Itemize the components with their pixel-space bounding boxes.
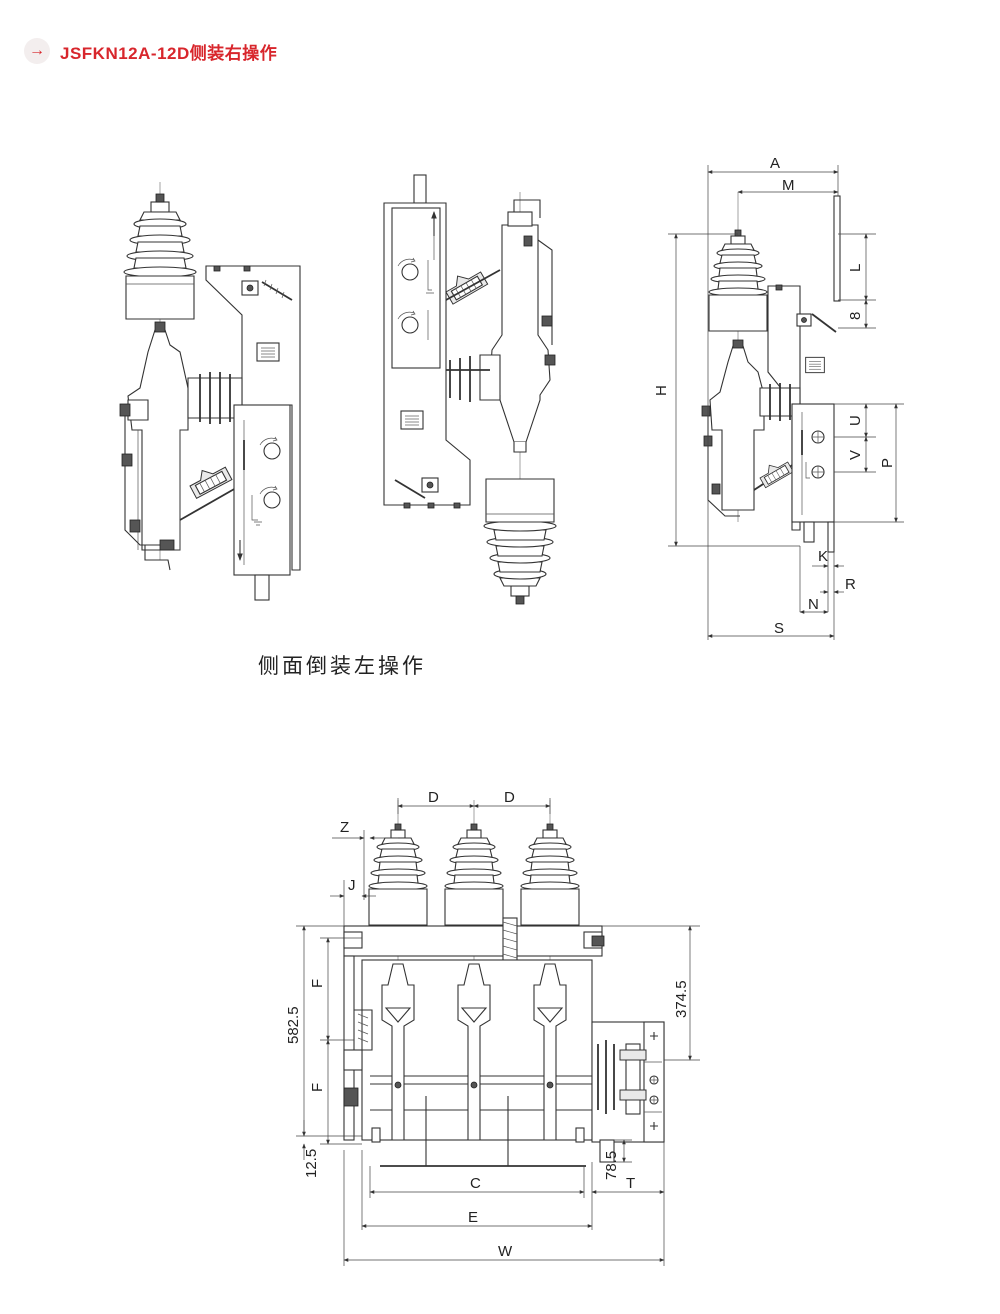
right-view-dimensions	[668, 165, 904, 640]
label-J: J	[348, 877, 356, 894]
label-R: R	[845, 576, 856, 593]
label-N: N	[808, 596, 819, 613]
label-H: H	[653, 385, 670, 396]
label-582-5: 582.5	[285, 1006, 302, 1044]
section-header: → JSFKN12A-12D侧装右操作	[24, 38, 277, 64]
label-Z: Z	[340, 819, 349, 836]
section-title: JSFKN12A-12D侧装右操作	[60, 43, 278, 63]
label-12-5: 12.5	[303, 1149, 320, 1178]
label-E: E	[468, 1209, 478, 1226]
right-view-labels: A M L 8 H U V P K R N S	[653, 155, 896, 637]
label-L: L	[847, 264, 864, 272]
label-C: C	[470, 1175, 481, 1192]
label-V: V	[847, 450, 864, 460]
label-78-5: 78.5	[603, 1151, 620, 1180]
label-U: U	[847, 415, 864, 426]
label-8: 8	[847, 312, 864, 320]
label-T: T	[626, 1175, 635, 1192]
arrow-right-icon: →	[24, 38, 50, 64]
label-A: A	[770, 155, 780, 172]
label-D-left: D	[428, 789, 439, 806]
front-view-labels: D D Z J F F 582.5 374.5 12.5 78.5 C T E …	[285, 789, 690, 1260]
label-F-lower: F	[309, 1083, 326, 1092]
label-F-upper: F	[309, 979, 326, 988]
front-view	[343, 800, 665, 1167]
label-374-5: 374.5	[673, 980, 690, 1018]
left-side-view	[119, 182, 301, 601]
middle-view-caption: 侧面倒装左操作	[258, 654, 426, 678]
right-side-view	[701, 192, 841, 553]
label-M: M	[782, 177, 795, 194]
label-D-right: D	[504, 789, 515, 806]
label-W: W	[498, 1243, 513, 1260]
middle-side-view	[383, 174, 557, 605]
label-K: K	[818, 548, 828, 565]
front-view-dimensions	[296, 798, 700, 1266]
label-P: P	[879, 458, 896, 468]
label-S: S	[774, 620, 784, 637]
